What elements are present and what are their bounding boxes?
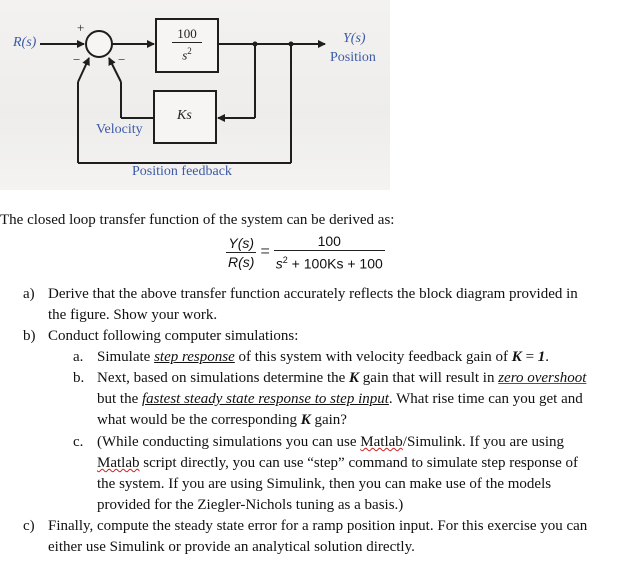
feedback-block-ks: Ks — [177, 108, 192, 123]
fastest-response-emphasis: fastest steady state response to step in… — [142, 391, 389, 407]
subquestion-c-line1: (While conducting simulations you can us… — [97, 434, 565, 450]
question-b-marker: b) — [23, 328, 36, 344]
subquestion-b-line3: what would be the corresponding K gain? — [97, 412, 347, 428]
fraction-bar — [172, 42, 202, 43]
lhs-numerator: Y(s) — [228, 234, 255, 251]
equation-lhs: Y(s) R(s) — [226, 234, 257, 271]
subquestion-b-line2: but the fastest steady state response to… — [97, 391, 583, 407]
block-diagram-figure: R(s) + − − 100 s2 Ks Y(s) Position Veloc… — [0, 0, 390, 190]
rhs-numerator: 100 — [317, 233, 341, 249]
subquestion-a-marker: a. — [73, 349, 84, 365]
minus-sign-right: − — [118, 52, 126, 67]
intro-text: The closed loop transfer function of the… — [0, 212, 395, 228]
question-c-line2: either use Simulink or provide an analyt… — [48, 539, 415, 555]
subquestion-c-line4: provided for the Ziegler-Nichols tuning … — [97, 497, 404, 513]
question-a-line1: Derive that the above transfer function … — [48, 286, 578, 302]
subquestion-c-marker: c. — [73, 434, 84, 450]
output-position-label: Position — [330, 50, 376, 65]
equation-rhs: 100 s2 + 100Ks + 100 — [273, 232, 385, 273]
plus-sign: + — [77, 20, 85, 35]
forward-denominator: s2 — [182, 46, 192, 63]
subquestion-c-line3: the system. If you are using Simulink, t… — [97, 476, 552, 492]
question-b: b) Conduct following computer simulation… — [0, 326, 638, 536]
question-a: a) Derive that the above transfer functi… — [0, 284, 638, 328]
minus-sign-left: − — [73, 52, 81, 67]
rhs-denominator: s2 + 100Ks + 100 — [275, 255, 383, 272]
question-c-line1: Finally, compute the steady state error … — [48, 518, 588, 534]
block-diagram-lines — [40, 18, 326, 164]
output-label-y-of-s: Y(s) — [343, 31, 366, 46]
lhs-denominator: R(s) — [228, 253, 255, 270]
question-c: c) Finally, compute the steady state err… — [0, 516, 638, 560]
question-a-marker: a) — [23, 286, 35, 302]
input-label-r-of-s: R(s) — [13, 35, 37, 50]
matlab-spellcheck-2: Matlab — [97, 455, 140, 471]
forward-numerator: 100 — [177, 26, 197, 41]
position-feedback-label: Position feedback — [132, 164, 232, 179]
matlab-spellcheck-1: Matlab — [360, 434, 403, 450]
forward-transfer-block: 100 s2 — [172, 27, 202, 62]
subquestion-c-line2: Matlab script directly, you can use “ste… — [97, 455, 578, 471]
equals-sign: = — [260, 243, 270, 261]
zero-overshoot-emphasis: zero overshoot — [498, 370, 587, 386]
question-c-marker: c) — [23, 518, 35, 534]
subquestion-b-line1: Next, based on simulations determine the… — [97, 370, 587, 386]
subquestion-a-text: Simulate step response of this system wi… — [97, 349, 550, 365]
subquestion-b-marker: b. — [73, 370, 85, 386]
question-b-line1: Conduct following computer simulations: — [48, 328, 299, 344]
velocity-label: Velocity — [96, 122, 143, 137]
step-response-emphasis: step response — [154, 349, 235, 365]
transfer-function-equation: Y(s) R(s) = 100 s2 + 100Ks + 100 — [226, 232, 385, 273]
question-a-line2: the figure. Show your work. — [48, 307, 218, 323]
